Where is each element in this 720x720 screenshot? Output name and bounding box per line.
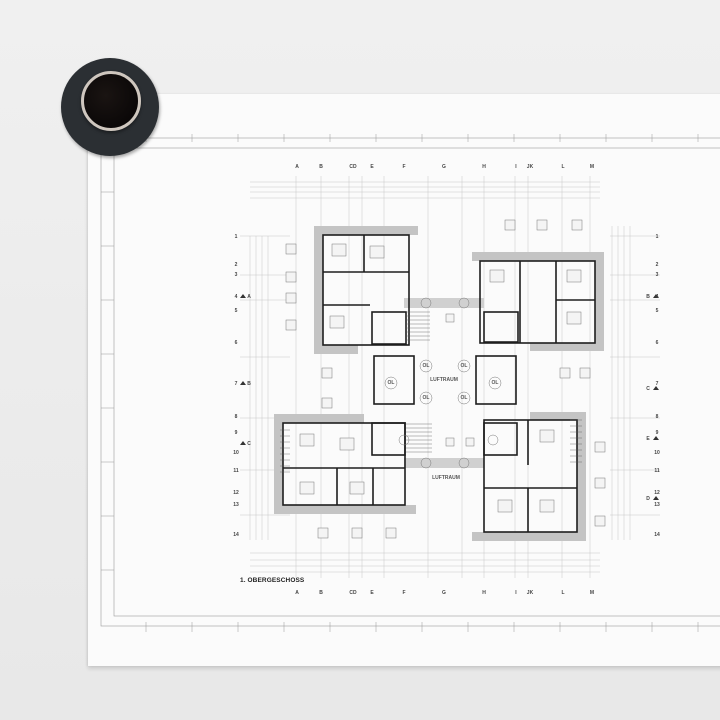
grid-row-left: 11 — [233, 468, 239, 474]
drawing-title: 1. OBERGESCHOSS — [240, 577, 305, 584]
grid-col-top: G — [442, 164, 446, 170]
grid-row-right: 11 — [654, 468, 660, 474]
grid-col-bottom: B — [319, 590, 323, 596]
grid-col-top: F — [402, 164, 406, 170]
grid-row-left: 4 — [234, 294, 238, 300]
section-marker-left: C — [247, 441, 251, 447]
section-marker-right: C — [646, 386, 650, 392]
grid-row-right: 1 — [655, 234, 659, 240]
grid-row-right: 4 — [655, 294, 659, 300]
grid-col-top: L — [561, 164, 565, 170]
grid-col-bottom: M — [589, 590, 595, 596]
grid-row-right: 10 — [654, 450, 660, 456]
section-marker-left: A — [247, 294, 251, 300]
grid-row-right: 13 — [654, 502, 660, 508]
grid-row-left: 8 — [234, 414, 238, 420]
grid-row-left: 7 — [234, 381, 238, 387]
grid-col-bottom: A — [295, 590, 299, 596]
section-marker-right: B — [646, 294, 650, 300]
grid-col-top: JK — [526, 164, 534, 170]
grid-col-top: E — [370, 164, 374, 170]
grid-row-left: 12 — [233, 490, 239, 496]
room-label-luftraum: LUFTRAUM — [432, 475, 460, 481]
room-label-ol: OL — [460, 363, 468, 369]
grid-row-right: 7 — [655, 381, 659, 387]
grid-row-left: 14 — [233, 532, 239, 538]
section-marker-left: B — [247, 381, 251, 387]
grid-col-bottom: H — [482, 590, 486, 596]
grid-row-left: 13 — [233, 502, 239, 508]
grid-col-top: A — [295, 164, 299, 170]
grid-row-left: 2 — [234, 262, 238, 268]
grid-row-left: 5 — [234, 308, 238, 314]
room-label-ol: OL — [422, 395, 430, 401]
grid-col-top: I — [515, 164, 517, 170]
room-label-ol: OL — [491, 380, 499, 386]
floor-plan-sheet — [88, 94, 720, 666]
grid-col-top: M — [589, 164, 595, 170]
grid-col-bottom: E — [370, 590, 374, 596]
grid-col-top: CD — [349, 164, 357, 170]
grid-row-right: 5 — [655, 308, 659, 314]
grid-row-right: 14 — [654, 532, 660, 538]
grid-col-bottom: L — [561, 590, 565, 596]
grid-row-left: 10 — [233, 450, 239, 456]
grid-row-right: 9 — [655, 430, 659, 436]
grid-row-left: 9 — [234, 430, 238, 436]
grid-row-left: 6 — [234, 340, 238, 346]
grid-col-top: H — [482, 164, 486, 170]
grid-col-bottom: I — [515, 590, 517, 596]
grid-col-bottom: JK — [526, 590, 534, 596]
room-label-ol: OL — [387, 380, 395, 386]
grid-row-right: 8 — [655, 414, 659, 420]
grid-row-right: 12 — [654, 490, 660, 496]
grid-row-left: 3 — [234, 272, 238, 278]
section-marker-right: E — [646, 436, 650, 442]
grid-row-right: 2 — [655, 262, 659, 268]
magnet-icon — [81, 71, 141, 131]
grid-col-bottom: F — [402, 590, 406, 596]
grid-row-right: 6 — [655, 340, 659, 346]
grid-col-top: B — [319, 164, 323, 170]
room-label-luftraum: LUFTRAUM — [430, 377, 458, 383]
room-label-ol: OL — [422, 363, 430, 369]
grid-row-left: 1 — [234, 234, 238, 240]
room-label-ol: OL — [460, 395, 468, 401]
section-marker-right: D — [646, 496, 650, 502]
grid-row-right: 3 — [655, 272, 659, 278]
grid-col-bottom: G — [442, 590, 446, 596]
grid-col-bottom: CD — [349, 590, 357, 596]
